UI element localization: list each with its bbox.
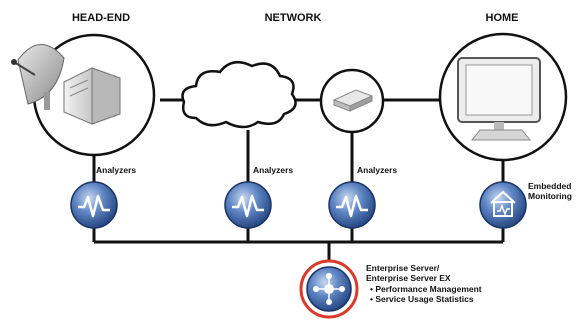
embedded-monitor-node	[479, 181, 527, 229]
analyzer-node-device	[328, 181, 376, 229]
server-title-line1: Enterprise Server/	[366, 263, 440, 273]
server-feature-1: • Performance Management	[370, 284, 482, 294]
analyzers-label-network: Analyzers	[253, 165, 293, 175]
analyzer-node-network	[224, 181, 272, 229]
waveform-icon	[336, 194, 368, 218]
section-title-network: NETWORK	[265, 12, 322, 24]
embedded-label-line2: Monitoring	[528, 191, 572, 201]
head-end-node	[11, 33, 156, 157]
network-device-node	[319, 68, 385, 134]
waveform-icon	[78, 194, 110, 218]
network-cloud-icon	[181, 60, 297, 129]
section-title-home: HOME	[486, 12, 519, 24]
home-monitor-icon	[490, 190, 516, 217]
connection-lines	[92, 98, 505, 262]
analyzer-node-head-end	[70, 181, 118, 229]
section-title-head-end: HEAD-END	[72, 12, 130, 24]
analyzers-label-head-end: Analyzers	[96, 165, 136, 175]
hub-network-icon	[313, 273, 345, 305]
satellite-dish-icon	[11, 44, 65, 110]
embedded-label-line1: Embedded	[528, 181, 571, 191]
router-icon	[332, 89, 374, 112]
server-rack-icon	[63, 67, 121, 125]
computer-monitor-icon	[457, 57, 541, 141]
home-node	[438, 32, 568, 162]
waveform-icon	[232, 194, 264, 218]
server-title-line2: Enterprise Server EX	[366, 273, 451, 283]
enterprise-server-label: Enterprise Server/ Enterprise Server EX …	[366, 263, 482, 304]
enterprise-server-node	[299, 259, 359, 319]
analyzers-label-device: Analyzers	[357, 165, 397, 175]
server-feature-2: • Service Usage Statistics	[370, 294, 474, 304]
